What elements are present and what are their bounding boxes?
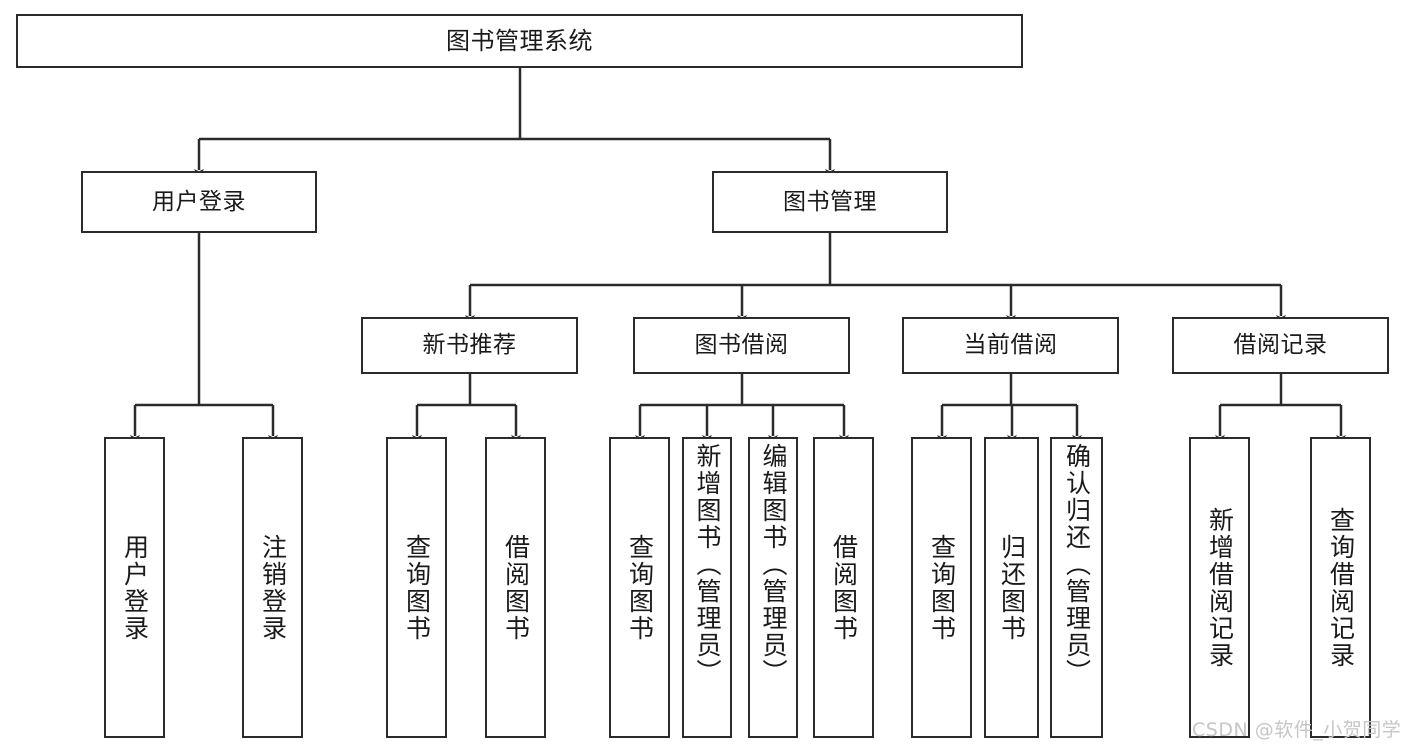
node-leaf-confirm[interactable]: 确认归还（管理员） [1050, 437, 1103, 738]
node-label-root: 图书管理系统 [446, 27, 593, 55]
node-label-current-borrow: 当前借阅 [963, 332, 1058, 358]
node-borrow-record[interactable]: 借阅记录 [1172, 317, 1389, 374]
node-label-leaf-query-1: 查询图书 [402, 533, 432, 642]
node-book-mgmt[interactable]: 图书管理 [712, 171, 948, 233]
node-label-leaf-add-book: 新增图书（管理员） [693, 443, 722, 686]
node-new-book-rec[interactable]: 新书推荐 [361, 317, 578, 374]
node-label-leaf-borrow-2: 借阅图书 [829, 533, 859, 642]
node-leaf-query-rec[interactable]: 查询借阅记录 [1310, 437, 1371, 738]
node-label-leaf-return: 归还图书 [997, 533, 1027, 642]
node-book-borrow[interactable]: 图书借阅 [633, 317, 850, 374]
node-label-user-login: 用户登录 [152, 188, 246, 215]
node-leaf-borrow-2[interactable]: 借阅图书 [813, 437, 874, 738]
node-label-leaf-query-2: 查询图书 [625, 533, 655, 642]
node-leaf-user-login[interactable]: 用户登录 [104, 437, 165, 738]
node-leaf-logout[interactable]: 注销登录 [242, 437, 303, 738]
node-root[interactable]: 图书管理系统 [16, 14, 1023, 68]
node-label-borrow-record: 借阅记录 [1233, 332, 1328, 358]
node-label-leaf-query-rec: 查询借阅记录 [1326, 506, 1356, 669]
node-label-leaf-edit-book: 编辑图书（管理员） [759, 443, 788, 686]
node-label-leaf-borrow-1: 借阅图书 [501, 533, 531, 642]
node-label-leaf-logout: 注销登录 [258, 533, 288, 642]
node-leaf-add-rec[interactable]: 新增借阅记录 [1189, 437, 1250, 738]
node-label-leaf-user-login: 用户登录 [120, 533, 150, 642]
node-label-book-borrow: 图书借阅 [694, 332, 789, 358]
node-label-new-book-rec: 新书推荐 [422, 332, 517, 358]
watermark-text: CSDN @软件_小贺同学 [1192, 719, 1402, 741]
node-leaf-add-book[interactable]: 新增图书（管理员） [682, 437, 732, 738]
node-label-leaf-confirm: 确认归还（管理员） [1062, 443, 1092, 686]
node-leaf-query-3[interactable]: 查询图书 [911, 437, 972, 738]
node-leaf-query-1[interactable]: 查询图书 [386, 437, 447, 738]
node-leaf-query-2[interactable]: 查询图书 [609, 437, 670, 738]
node-label-book-mgmt: 图书管理 [783, 188, 877, 215]
node-leaf-borrow-1[interactable]: 借阅图书 [485, 437, 546, 738]
node-user-login[interactable]: 用户登录 [81, 171, 317, 233]
node-leaf-edit-book[interactable]: 编辑图书（管理员） [748, 437, 798, 738]
node-leaf-return[interactable]: 归还图书 [984, 437, 1039, 738]
node-label-leaf-query-3: 查询图书 [927, 533, 957, 642]
node-current-borrow[interactable]: 当前借阅 [902, 317, 1119, 374]
edges [130, 68, 1346, 444]
node-label-leaf-add-rec: 新增借阅记录 [1205, 506, 1235, 669]
